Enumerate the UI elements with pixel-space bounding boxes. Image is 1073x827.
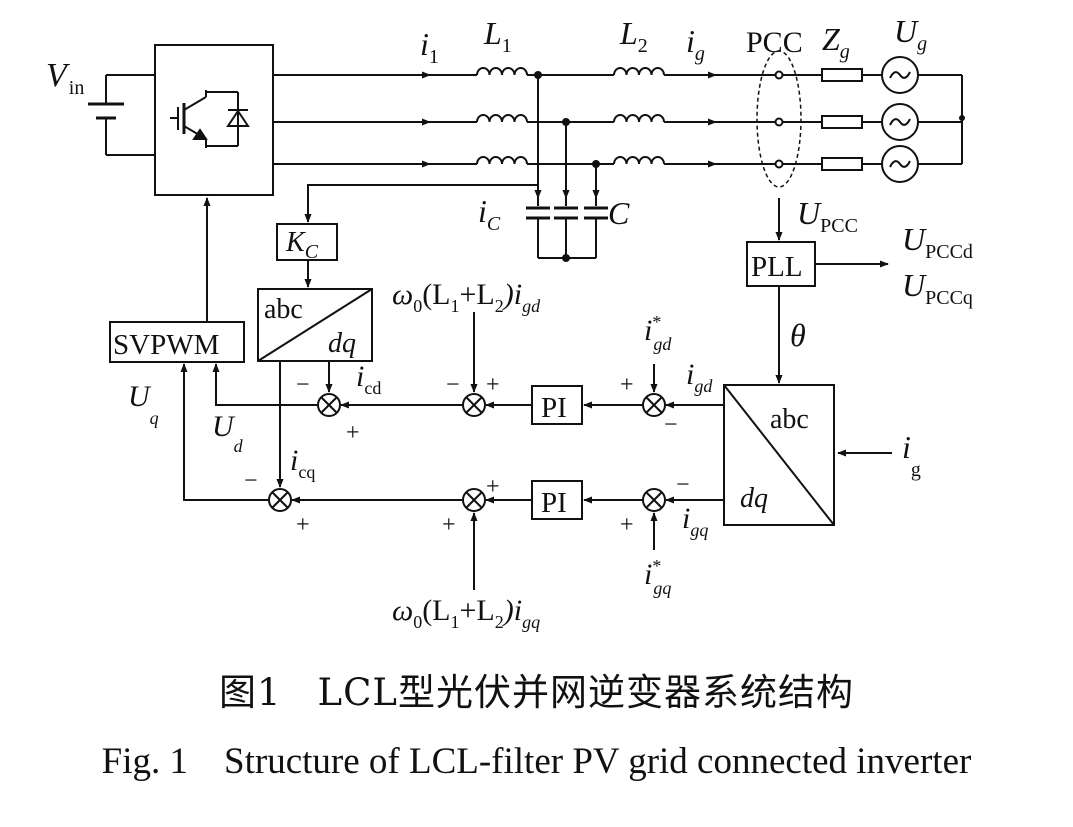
icd-label: icd [356, 360, 381, 398]
dq-label-1: dq [328, 328, 356, 359]
pcc-nodes [756, 50, 802, 188]
l2-label: L2 [619, 15, 648, 57]
svg-text:−: − [676, 472, 690, 498]
igq-label: igq [682, 502, 708, 540]
ic-label: iC [478, 193, 501, 235]
dc-source [88, 74, 155, 156]
l1-label: L1 [483, 15, 512, 57]
ff-d-label: ω0(L1+L2)igd [392, 278, 541, 316]
svg-text:+: + [486, 474, 500, 500]
svg-text:+: + [486, 372, 500, 398]
ud-label: Ud [212, 410, 244, 456]
grid-impedance [821, 68, 863, 171]
igq-ref-label: i*gq [644, 556, 671, 598]
ff-q-label: ω0(L1+L2)igq [392, 594, 540, 632]
zg-label: Zg [822, 21, 850, 63]
igd-label: igd [686, 358, 713, 396]
pll-label: PLL [751, 251, 803, 283]
svg-text:+: + [620, 512, 634, 538]
icq-label: icq [290, 444, 315, 482]
svg-text:+: + [296, 512, 310, 538]
pi-q-label: PI [541, 487, 567, 519]
inductor-l1 [476, 67, 528, 165]
upccd-label: UPCCd [902, 221, 973, 263]
theta-label: θ [790, 317, 806, 353]
pcc-label: PCC [746, 26, 803, 59]
abc-label-1: abc [264, 294, 303, 325]
summing-signs: + − − + − + − + + + − + [244, 372, 690, 538]
svg-text:−: − [244, 468, 258, 494]
ig-input-label: ig [902, 429, 921, 481]
svpwm-label: SVPWM [113, 329, 219, 361]
upcc-label: UPCC [797, 195, 858, 237]
svg-text:−: − [664, 412, 678, 438]
igd-ref-label: i*gd [644, 312, 672, 354]
svg-text:−: − [296, 372, 310, 398]
inductor-l2 [613, 67, 665, 165]
svg-text:+: + [620, 372, 634, 398]
grid-sources [881, 56, 919, 183]
svpwm-block [109, 321, 245, 363]
filter-capacitors [526, 71, 608, 262]
svg-text:+: + [442, 512, 456, 538]
ug-label: Ug [894, 13, 927, 55]
inverter-bridge [154, 44, 274, 196]
upccq-label: UPCCq [902, 267, 973, 309]
inverter-block-diagram: KC abc dq SVPWM PLL PI PI abc dq Vin i1 … [46, 13, 973, 632]
c-label: C [608, 195, 630, 231]
svg-text:−: − [446, 372, 460, 398]
svg-text:+: + [346, 420, 360, 446]
phase-lines [273, 74, 963, 165]
pi-d-label: PI [541, 392, 567, 424]
kc-label: KC [285, 227, 319, 263]
i1-label: i1 [420, 26, 439, 68]
uq-label: Uq [128, 380, 159, 428]
abc-dq-capacitor-block [257, 288, 373, 362]
dq-label-2: dq [740, 483, 768, 514]
abc-dq-grid-block [723, 384, 835, 526]
ig-label: ig [686, 23, 705, 65]
abc-label-2: abc [770, 404, 809, 435]
